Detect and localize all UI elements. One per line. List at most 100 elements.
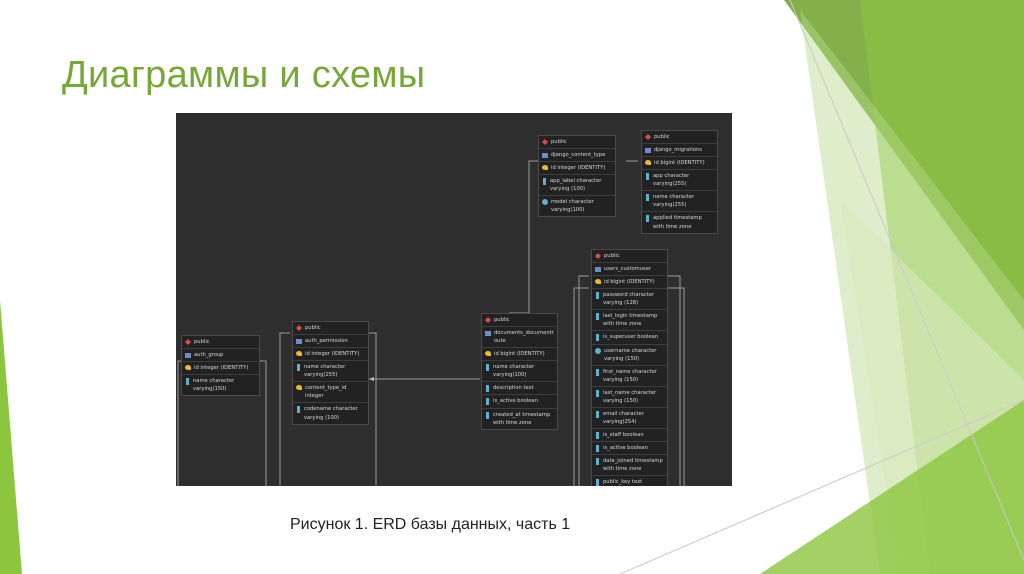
row-label: last_name character varying (150) <box>603 389 657 404</box>
row-label: name character varying(255) <box>304 364 346 379</box>
schema-icon <box>295 324 303 332</box>
relation-users-left-2 <box>573 287 589 486</box>
schema-row: public <box>592 250 667 264</box>
column-row: id integer (IDENTITY) <box>293 348 368 362</box>
table-name-row: auth_permission <box>293 335 368 349</box>
column-row: id integer (IDENTITY) <box>182 362 259 376</box>
row-label: auth_group <box>194 352 224 359</box>
column-icon <box>486 398 489 406</box>
column-icon <box>646 194 649 202</box>
row-label: django_migrations <box>654 147 702 154</box>
row-label: id bigint (IDENTITY) <box>604 279 655 286</box>
schema-row: public <box>539 136 615 150</box>
row-label: documents_documentroute <box>494 330 554 345</box>
table-name-row: django_migrations <box>642 144 717 158</box>
row-label: id integer (IDENTITY) <box>194 365 249 372</box>
row-label: public <box>604 253 620 259</box>
row-label: auth_permission <box>305 338 348 345</box>
row-label: email character varying(254) <box>603 410 644 425</box>
row-label: is_superuser boolean <box>603 334 659 341</box>
row-label: django_content_type <box>551 152 606 159</box>
schema-icon <box>184 338 192 346</box>
table-icon <box>595 267 601 273</box>
table-icon <box>485 331 491 337</box>
row-label: first_name character varying (150) <box>603 368 657 383</box>
column-row: is_active boolean <box>482 395 557 409</box>
column-row: id bigint (IDENTITY) <box>642 157 717 171</box>
table-name-row: users_customuser <box>592 263 667 277</box>
column-row: is_staff boolean <box>592 429 667 443</box>
relationship-lines <box>177 160 685 486</box>
column-icon <box>646 215 649 223</box>
row-label: applied timestamp with time zone <box>653 215 702 230</box>
row-label: created_at timestamp with time zone <box>493 411 551 426</box>
column-icon <box>486 385 489 393</box>
row-label: app_label character varying (100) <box>550 178 602 193</box>
column-row: app_label character varying (100) <box>539 175 615 197</box>
row-label: public <box>551 139 567 145</box>
row-label: content_type_id integer <box>305 385 347 400</box>
column-icon <box>596 410 599 418</box>
row-label: id bigint (IDENTITY) <box>494 351 545 358</box>
column-icon <box>596 292 599 300</box>
column-icon <box>543 178 546 186</box>
column-row: id bigint (IDENTITY) <box>592 276 667 290</box>
slide-title: Диаграммы и схемы <box>62 54 426 96</box>
column-row: is_superuser boolean <box>592 331 667 345</box>
table-icon <box>542 153 548 159</box>
relation-permission-left <box>279 332 290 486</box>
column-circle-icon <box>595 347 601 354</box>
column-icon <box>186 378 189 386</box>
key-icon <box>485 351 491 357</box>
column-row: applied timestamp with time zone <box>642 212 717 232</box>
column-row: name character varying(255) <box>642 191 717 213</box>
relation-group-right <box>260 360 267 486</box>
key-icon <box>595 279 601 285</box>
key-icon <box>645 160 651 166</box>
column-row: email character varying(254) <box>592 408 667 429</box>
deco-line-2 <box>619 399 1024 574</box>
row-label: password character varying (128) <box>603 292 655 307</box>
relation-users-right <box>668 275 681 486</box>
column-row: name character varying(255) <box>293 361 368 383</box>
row-label: public <box>654 134 670 140</box>
row-label: date_joined timestamp with time zone <box>603 458 663 473</box>
column-row: password character varying (128) <box>592 289 667 311</box>
relation-permission-right <box>369 332 377 486</box>
row-label: description text <box>493 385 534 392</box>
column-row: first_name character varying (150) <box>592 366 667 387</box>
row-label: id integer (IDENTITY) <box>551 165 606 172</box>
table-icon <box>185 353 191 359</box>
arrow-head <box>369 377 374 381</box>
deco-line-1 <box>789 0 1024 561</box>
row-label: public <box>494 317 510 323</box>
relation-users-left <box>578 275 589 486</box>
column-icon <box>596 445 599 453</box>
schema-icon <box>541 138 549 146</box>
row-label: is_active boolean <box>493 398 538 405</box>
column-icon <box>596 389 599 397</box>
column-circle-icon <box>542 199 548 206</box>
column-icon <box>596 368 599 376</box>
row-label: model character varying(100) <box>551 199 594 214</box>
row-label: app character varying(255) <box>653 173 690 188</box>
column-row: last_login timestamp with time zone <box>592 310 667 332</box>
column-row: id bigint (IDENTITY) <box>482 348 557 362</box>
column-icon <box>596 313 599 321</box>
key-icon <box>296 385 302 391</box>
column-icon <box>297 364 300 372</box>
table-icon <box>645 148 651 154</box>
schema-icon <box>644 133 652 141</box>
schema-row: public <box>482 314 557 328</box>
key-icon <box>542 165 548 171</box>
relation-users-right-2 <box>668 287 685 486</box>
column-icon <box>596 458 599 466</box>
column-row: app character varying(255) <box>642 170 717 192</box>
